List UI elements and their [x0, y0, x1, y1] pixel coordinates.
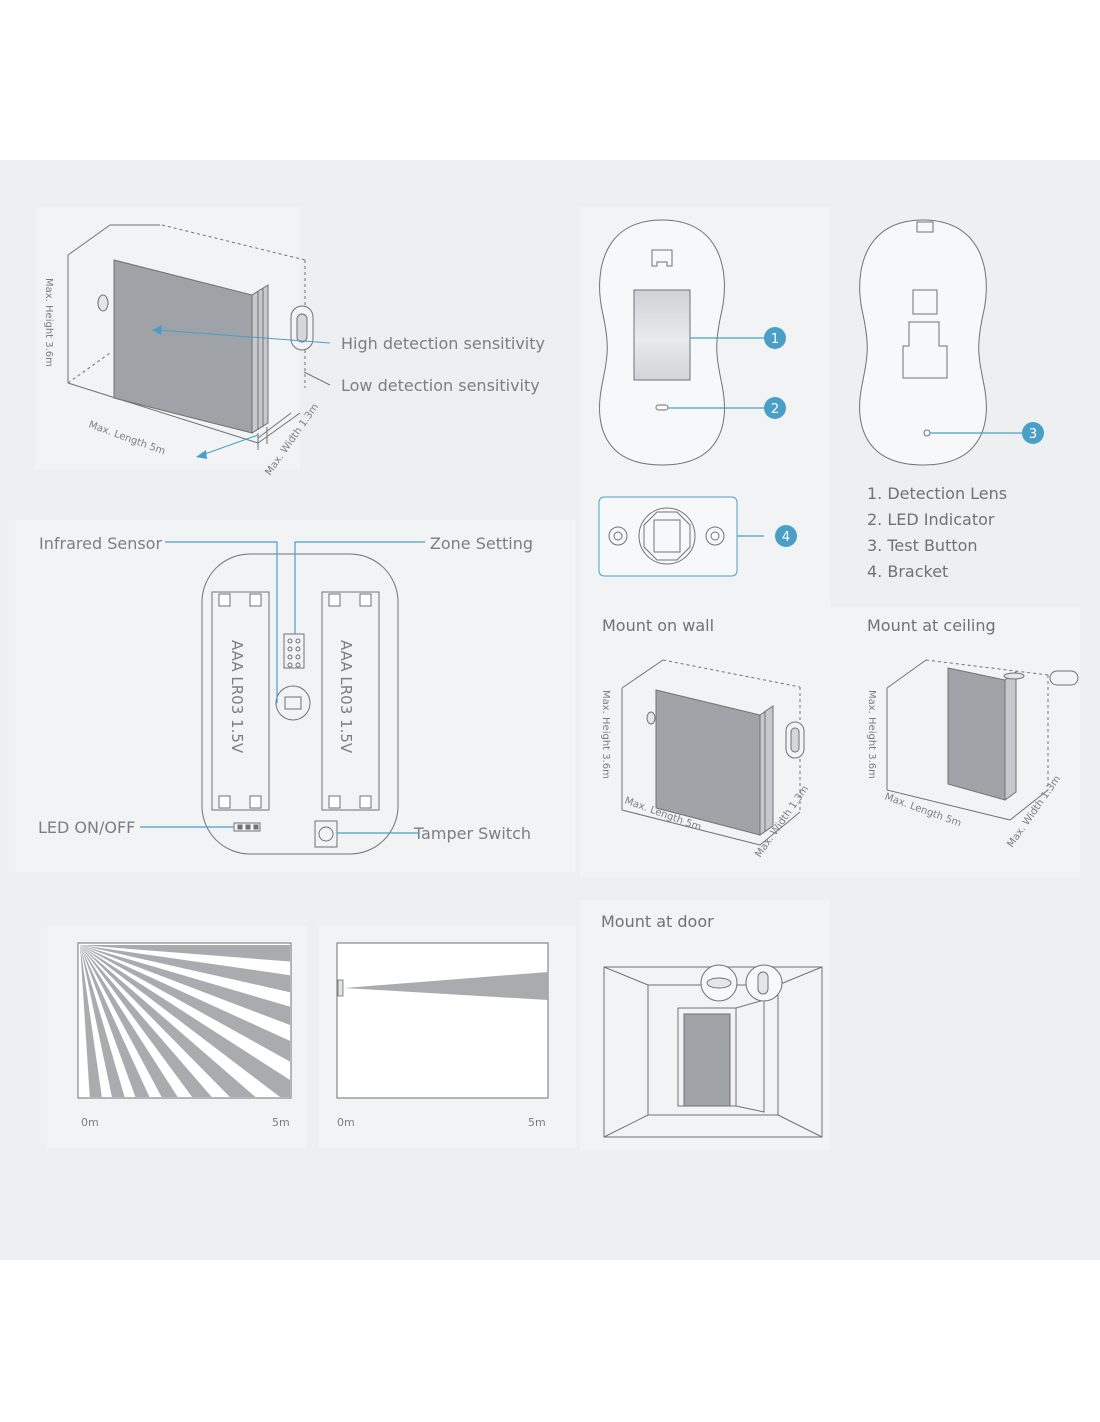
- pattern-wide-diagram: [77, 942, 292, 1099]
- high-sensitivity-arrow: [157, 329, 331, 344]
- bracket-view: [598, 496, 738, 577]
- room-outline: [67, 224, 306, 444]
- detection-ray: [80, 945, 102, 1097]
- max-height-label: Max. Height 3.6m: [43, 278, 54, 367]
- detection-ray: [80, 945, 290, 1097]
- wall-max-height-label: Max. Height 3.6m: [600, 690, 611, 779]
- callout-2-icon: [764, 397, 786, 419]
- ceiling-max-height-label: Max. Height 3.6m: [866, 690, 877, 779]
- parts-list-item: 2. LED Indicator: [867, 510, 995, 529]
- infrared-sensor-label: Infrared Sensor: [39, 534, 162, 553]
- length-arrow: [201, 434, 259, 456]
- device-front-view: [599, 219, 725, 466]
- detection-ray: [80, 945, 256, 1097]
- callout-1-number: 1: [771, 332, 779, 347]
- callout-4-number: 4: [782, 530, 790, 545]
- detection-lens-icon: [633, 289, 691, 381]
- mount-wall-title: Mount on wall: [602, 616, 715, 635]
- mount-wall-diagram: [621, 659, 805, 846]
- detection-ray: [80, 945, 212, 1097]
- battery-right: [321, 591, 380, 811]
- internals-leaders: [140, 541, 425, 834]
- narrow-start-label: 0m: [337, 1116, 355, 1129]
- zone-setting-jumpers: [283, 633, 305, 669]
- parts-list-item: 3. Test Button: [867, 536, 978, 555]
- tamper-switch-label: Tamper Switch: [413, 824, 531, 843]
- mount-ceiling-title: Mount at ceiling: [867, 616, 996, 635]
- sensitivity-diagram: [67, 224, 331, 459]
- back-square-icon: [912, 289, 938, 315]
- parts-list-item: 4. Bracket: [867, 562, 949, 581]
- back-mount-icon: [902, 321, 948, 379]
- infrared-sensor-icon: [275, 685, 311, 721]
- detection-ray: [80, 945, 290, 1062]
- internals-diagram: [201, 553, 399, 855]
- high-sensitivity-label: High detection sensitivity: [341, 334, 545, 353]
- tamper-switch-icon: [314, 820, 338, 848]
- detection-curtain-high: [113, 259, 269, 434]
- callout-3-icon: [1022, 422, 1044, 444]
- mount-door-title: Mount at door: [601, 912, 714, 931]
- wall-sensor-icon: [97, 294, 109, 312]
- detection-ray: [80, 945, 178, 1097]
- led-on-off-label: LED ON/OFF: [38, 818, 135, 837]
- max-length-label: Max. Length 5m: [87, 419, 167, 457]
- detection-ray: [80, 945, 290, 1026]
- ceiling-max-length-label: Max. Length 5m: [883, 791, 963, 829]
- detection-ray: [80, 945, 125, 1097]
- parts-list-item: 1. Detection Lens: [867, 484, 1008, 503]
- pattern-narrow-diagram: [336, 942, 549, 1099]
- zone-setting-label: Zone Setting: [430, 534, 533, 553]
- device-back-view: [859, 219, 987, 466]
- callout-3-number: 3: [1029, 427, 1037, 442]
- max-width-label: Max. Width 1.3m: [263, 402, 321, 478]
- mount-ceiling-diagram: [886, 659, 1079, 821]
- wide-start-label: 0m: [81, 1116, 99, 1129]
- low-sensitivity-label: Low detection sensitivity: [341, 376, 540, 395]
- wide-end-label: 5m: [272, 1116, 290, 1129]
- callout-1-icon: [764, 327, 786, 349]
- callout-4-icon: [775, 525, 797, 547]
- callout-2-number: 2: [771, 402, 779, 417]
- side-sensor-icon: [290, 305, 314, 351]
- detection-ray: [80, 945, 150, 1097]
- top-clip-icon: [651, 249, 673, 267]
- battery-left: [211, 591, 270, 811]
- detection-ray: [80, 945, 290, 962]
- battery-right-label: AAA LR03 1.5V: [337, 640, 355, 754]
- battery-left-label: AAA LR03 1.5V: [228, 640, 246, 754]
- parts-list: 1. Detection Lens 2. LED Indicator 3. Te…: [867, 481, 1007, 585]
- detection-ray: [80, 945, 290, 993]
- mount-door-diagram: [603, 964, 823, 1138]
- narrow-end-label: 5m: [528, 1116, 546, 1129]
